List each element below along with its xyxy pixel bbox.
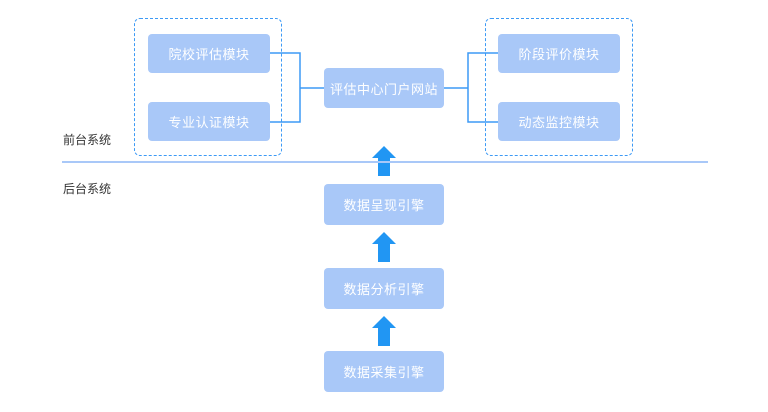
engine-analysis[interactable]: 数据分析引擎 xyxy=(324,268,444,309)
arrow-up-icon xyxy=(372,316,396,346)
module-institution-eval[interactable]: 院校评估模块 xyxy=(148,34,270,73)
left-module-group xyxy=(134,18,282,156)
module-major-cert[interactable]: 专业认证模块 xyxy=(148,102,270,141)
front-system-label: 前台系统 xyxy=(63,133,112,147)
portal-website[interactable]: 评估中心门户网站 xyxy=(324,68,444,108)
engine-collection[interactable]: 数据采集引擎 xyxy=(324,351,444,392)
module-dynamic-monitor[interactable]: 动态监控模块 xyxy=(498,102,620,141)
engine-presentation[interactable]: 数据呈现引擎 xyxy=(324,184,444,225)
back-system-label: 后台系统 xyxy=(63,182,112,196)
system-divider xyxy=(62,161,708,163)
right-module-group xyxy=(485,18,633,156)
arrow-up-icon xyxy=(372,232,396,262)
module-stage-eval[interactable]: 阶段评价模块 xyxy=(498,34,620,73)
